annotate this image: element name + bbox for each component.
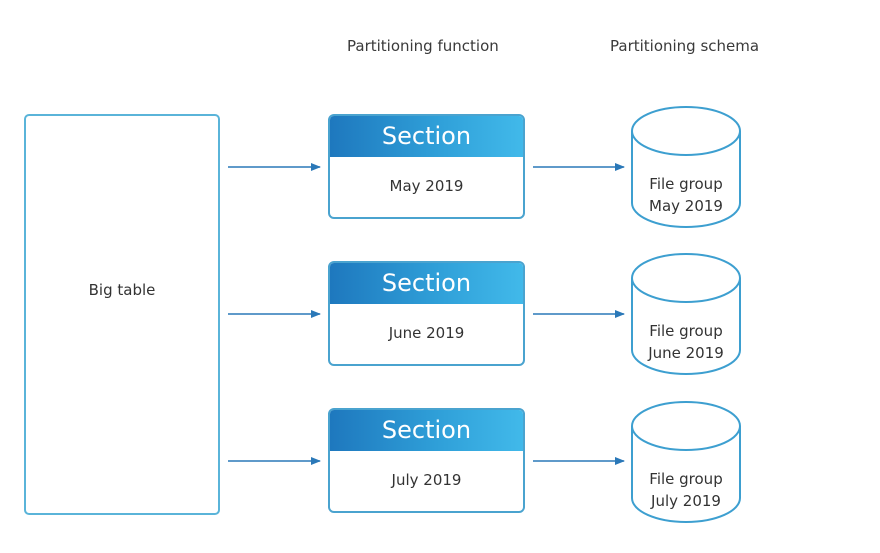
file-group-line2: July 2019 — [651, 492, 721, 510]
file-group-cylinder-1 — [631, 106, 741, 228]
partitioning-function-header: Partitioning function — [347, 37, 499, 55]
section-period: June 2019 — [388, 324, 465, 342]
file-group-line1: File group — [649, 322, 723, 340]
file-group-label-3: File group July 2019 — [631, 468, 741, 512]
section-title: Section — [330, 263, 523, 304]
section-box-3: Section July 2019 — [328, 408, 525, 513]
section-period: May 2019 — [389, 177, 464, 195]
file-group-cylinder-2 — [631, 253, 741, 375]
file-group-cylinder-3 — [631, 401, 741, 523]
file-group-label-2: File group June 2019 — [631, 320, 741, 364]
section-title: Section — [330, 410, 523, 451]
section-period: July 2019 — [391, 471, 462, 489]
section-box-1: Section May 2019 — [328, 114, 525, 219]
section-title: Section — [330, 116, 523, 157]
big-table-box: Big table — [24, 114, 220, 515]
big-table-label: Big table — [88, 281, 156, 299]
file-group-line1: File group — [649, 175, 723, 193]
file-group-label-1: File group May 2019 — [631, 173, 741, 217]
file-group-line2: June 2019 — [648, 344, 724, 362]
section-box-2: Section June 2019 — [328, 261, 525, 366]
file-group-line2: May 2019 — [649, 197, 723, 215]
partitioning-schema-header: Partitioning schema — [610, 37, 760, 55]
file-group-line1: File group — [649, 470, 723, 488]
